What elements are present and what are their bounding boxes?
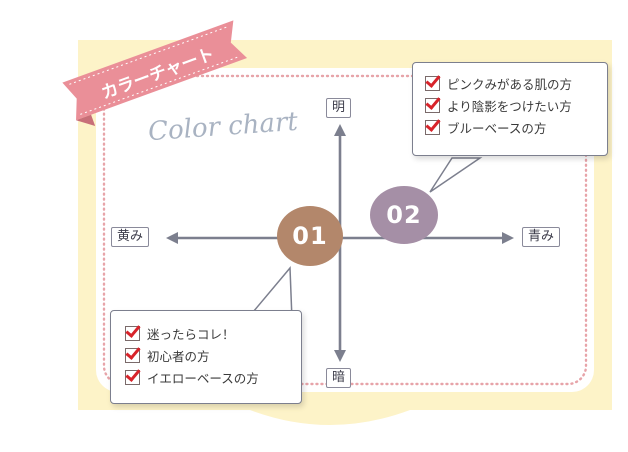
list-item-label: ブルーベースの方 <box>447 120 547 136</box>
list-item: ピンクみがある肌の方 <box>425 72 607 94</box>
banner-ribbon <box>62 20 248 127</box>
list-item-label: 迷ったらコレ！ <box>147 326 235 342</box>
list-item: 迷ったらコレ！ <box>125 322 301 344</box>
axis-label-top: 明 <box>326 98 352 118</box>
checkbox-checked-icon <box>125 369 140 385</box>
list-item-label: より陰影をつけたい方 <box>447 98 572 114</box>
callout-tail-02 <box>429 157 483 193</box>
list-item: より陰影をつけたい方 <box>425 94 607 116</box>
group-01-badge: 01 <box>277 206 343 266</box>
arrow-left-icon <box>166 232 178 244</box>
group-02-badge: 02 <box>370 186 438 244</box>
checkbox-checked-icon <box>125 347 140 363</box>
list-item-label: イエローベースの方 <box>147 370 259 386</box>
callout-01-list: 迷ったらコレ！ 初心者の方 イエローベースの方 <box>125 322 301 388</box>
axis-label-bottom: 暗 <box>326 368 352 388</box>
axis-label-left: 黄み <box>111 227 150 247</box>
arrow-down-icon <box>334 350 346 362</box>
axis-label-right: 青み <box>522 227 561 247</box>
list-item: 初心者の方 <box>125 344 301 366</box>
list-item: ブルーベースの方 <box>425 116 607 138</box>
callout-02: ピンクみがある肌の方 より陰影をつけたい方 ブルーベースの方 <box>412 62 608 156</box>
callout-02-list: ピンクみがある肌の方 より陰影をつけたい方 ブルーベースの方 <box>425 72 607 138</box>
checkbox-checked-icon <box>425 75 440 91</box>
list-item-label: 初心者の方 <box>147 348 210 364</box>
callout-01: 迷ったらコレ！ 初心者の方 イエローベースの方 <box>110 310 302 404</box>
arrow-up-icon <box>334 124 346 136</box>
checkbox-checked-icon <box>425 119 440 135</box>
checkbox-checked-icon <box>425 97 440 113</box>
checkbox-checked-icon <box>125 325 140 341</box>
arrow-right-icon <box>502 232 514 244</box>
list-item: イエローベースの方 <box>125 366 301 388</box>
list-item-label: ピンクみがある肌の方 <box>447 76 573 92</box>
